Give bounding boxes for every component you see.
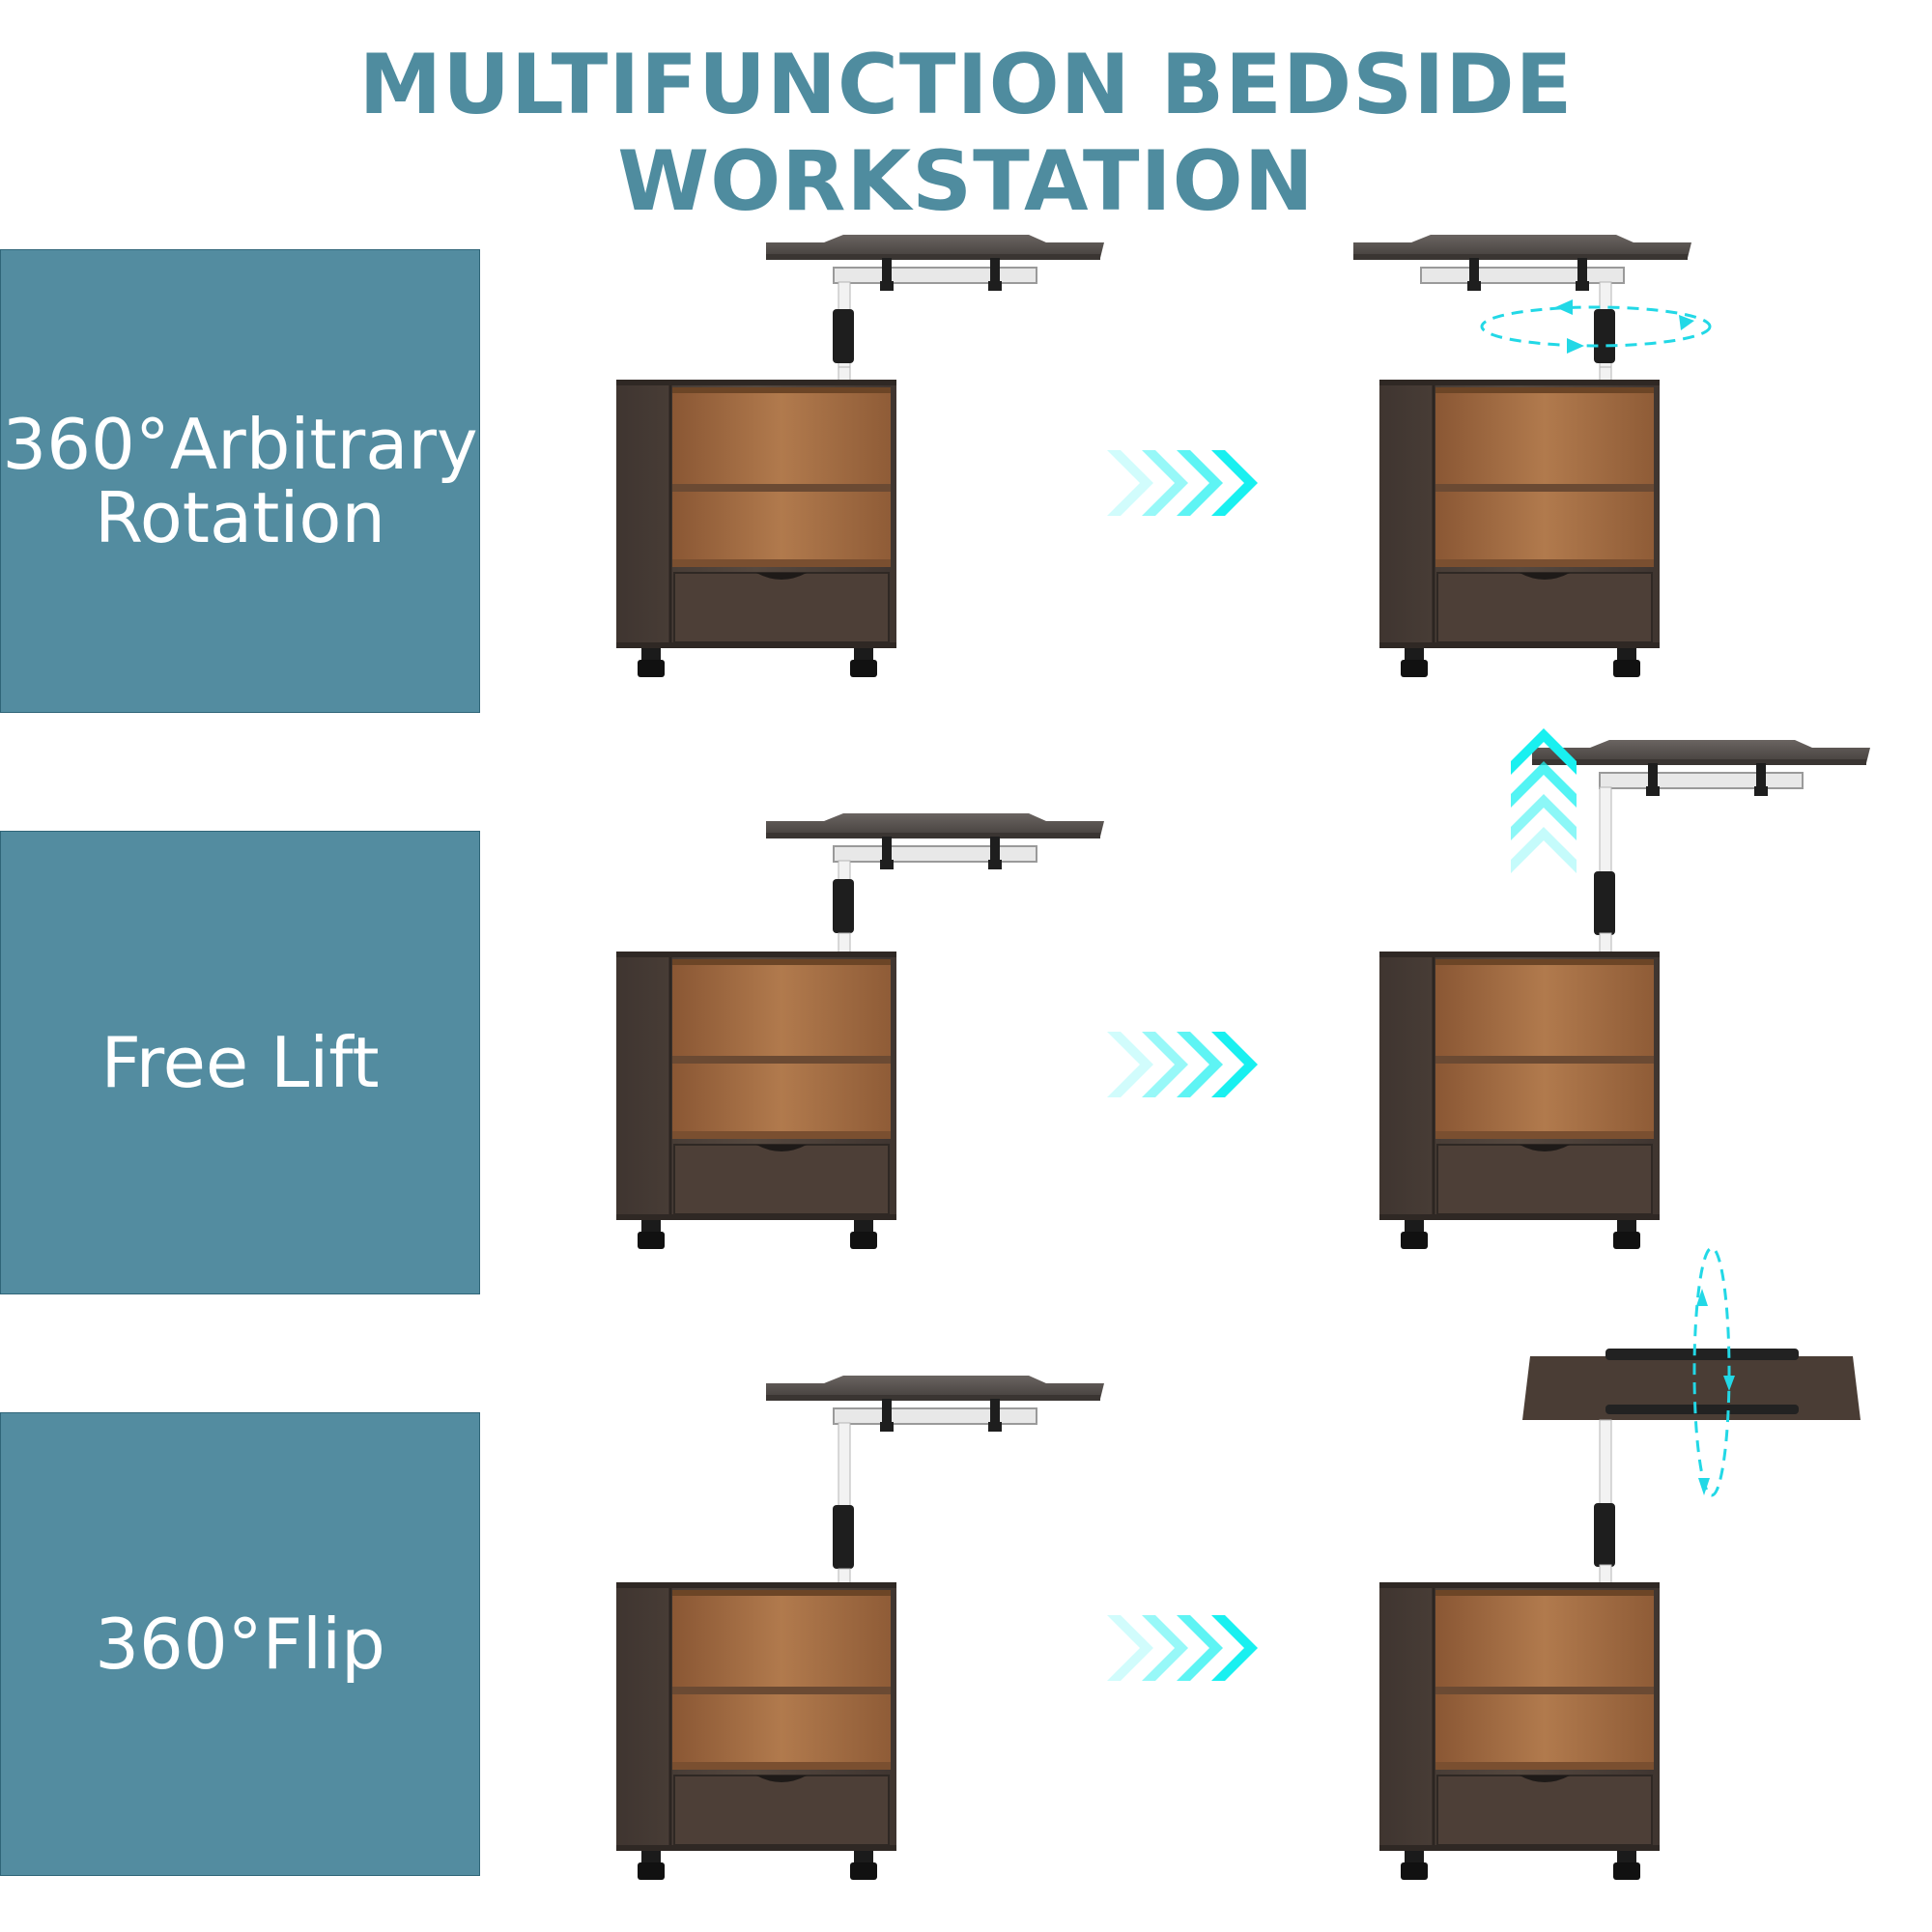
product-image-after-rotation xyxy=(1352,234,1712,679)
feature-label-flip: 360°Flip xyxy=(0,1412,480,1876)
chevrons-right-icon xyxy=(1107,1615,1258,1681)
product-image-after-lift xyxy=(1378,728,1871,1251)
feature-label-lift: Free Lift xyxy=(0,831,480,1294)
product-image-before-rotation xyxy=(614,234,1105,679)
feature-label-line: Free Lift xyxy=(100,1022,380,1103)
chevrons-right-icon xyxy=(1107,1032,1258,1097)
chevrons-right-icon xyxy=(1107,450,1258,516)
rotate-horizontal-icon xyxy=(1480,299,1712,354)
lift-up-arrows-icon xyxy=(1511,728,1577,873)
feature-label-line: Rotation xyxy=(94,477,386,558)
flip-vertical-icon xyxy=(1692,1246,1735,1497)
product-image-before-lift xyxy=(614,812,1105,1251)
feature-label-rotation: 360°Arbitrary Rotation xyxy=(0,249,480,713)
page-title: MULTIFUNCTION BEDSIDE WORKSTATION xyxy=(358,37,1574,230)
feature-label-line: 360°Arbitrary xyxy=(2,404,478,485)
product-image-after-flip xyxy=(1378,1246,1861,1882)
product-image-before-flip xyxy=(614,1375,1105,1882)
feature-label-line: 360°Flip xyxy=(95,1604,385,1685)
